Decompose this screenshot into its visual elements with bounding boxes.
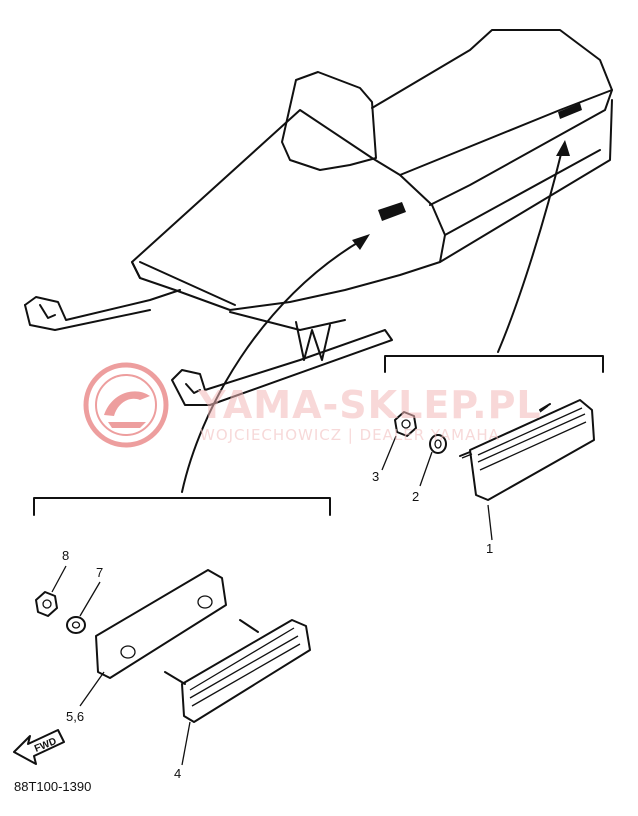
callout-4: 4 [174, 766, 181, 781]
diagram-code: 88T100-1390 [14, 779, 91, 794]
snowmobile-illustration [24, 29, 613, 406]
leader-arrows [181, 140, 570, 493]
callout-8: 8 [62, 548, 69, 563]
part-2-washer [429, 434, 447, 454]
watermark-logo-icon [83, 362, 169, 448]
part-8-nut [35, 591, 58, 617]
part-5-6-gasket-plate [95, 569, 227, 679]
part-1-reflector [459, 399, 595, 501]
part-4-reflector [164, 619, 311, 723]
callout-1: 1 [486, 541, 493, 556]
upper-bracket-line [384, 355, 604, 373]
callout-2: 2 [412, 489, 419, 504]
part-3-nut [394, 411, 417, 437]
forward-arrow-icon: FWD [13, 729, 65, 765]
watermark: YAMA-SKLEP.PL WOJCIECHOWICZ | DEALER YAM… [83, 362, 542, 448]
callout-7: 7 [96, 565, 103, 580]
lower-bracket-line [33, 497, 331, 516]
watermark-subtitle: WOJCIECHOWICZ | DEALER YAMAHA [200, 426, 500, 444]
watermark-title: YAMA-SKLEP.PL [197, 383, 542, 427]
callout-5-6: 5,6 [66, 709, 84, 724]
callout-3: 3 [372, 469, 379, 484]
callout-leaders [51, 435, 493, 766]
part-7-washer [66, 616, 86, 634]
